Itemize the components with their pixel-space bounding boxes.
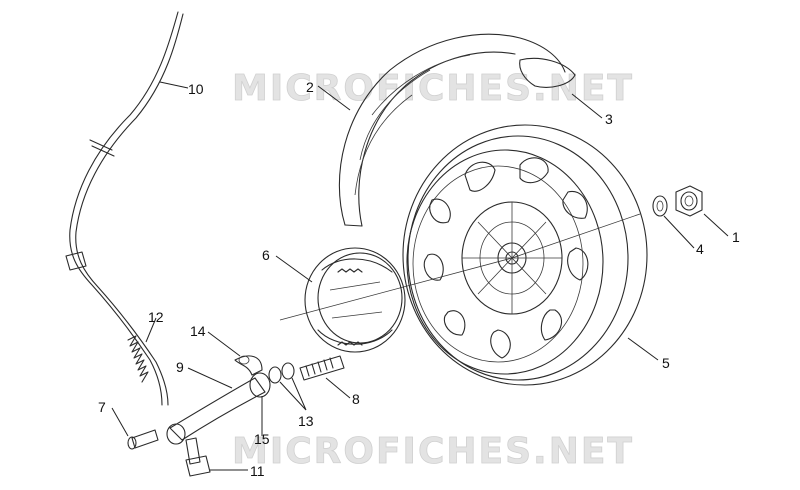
part-shims <box>268 362 295 384</box>
part-bolt <box>185 437 211 477</box>
part-brake-shoes <box>304 247 406 353</box>
callout-4: 4 <box>696 241 704 257</box>
callout-10: 10 <box>188 81 204 97</box>
callout-1: 1 <box>732 229 740 245</box>
part-spring <box>127 335 149 383</box>
callout-8: 8 <box>352 391 360 407</box>
callout-14: 14 <box>190 323 206 339</box>
callout-labels: 1 2 3 4 5 6 7 8 9 10 11 12 13 14 15 <box>98 79 740 479</box>
watermark-bottom: MICROFICHES.NET <box>232 431 634 472</box>
part-brake-lever <box>166 355 271 445</box>
part-wheel <box>402 124 648 386</box>
part-axle-nut <box>675 185 703 217</box>
callout-7: 7 <box>98 399 106 415</box>
part-washer <box>652 195 668 217</box>
callout-9: 9 <box>176 359 184 375</box>
leader-lines <box>111 81 729 471</box>
callout-11: 11 <box>250 463 265 479</box>
part-pin <box>127 429 159 450</box>
callout-13: 13 <box>298 413 314 429</box>
watermark-top: MICROFICHES.NET <box>232 68 634 109</box>
part-brake-cable <box>65 11 184 406</box>
part-brake-cam <box>299 355 345 381</box>
callout-3: 3 <box>605 111 613 127</box>
callout-15: 15 <box>254 431 270 447</box>
callout-2: 2 <box>306 79 314 95</box>
callout-5: 5 <box>662 355 670 371</box>
callout-12: 12 <box>148 309 164 325</box>
part-mudguard <box>338 33 576 227</box>
callout-6: 6 <box>262 247 270 263</box>
